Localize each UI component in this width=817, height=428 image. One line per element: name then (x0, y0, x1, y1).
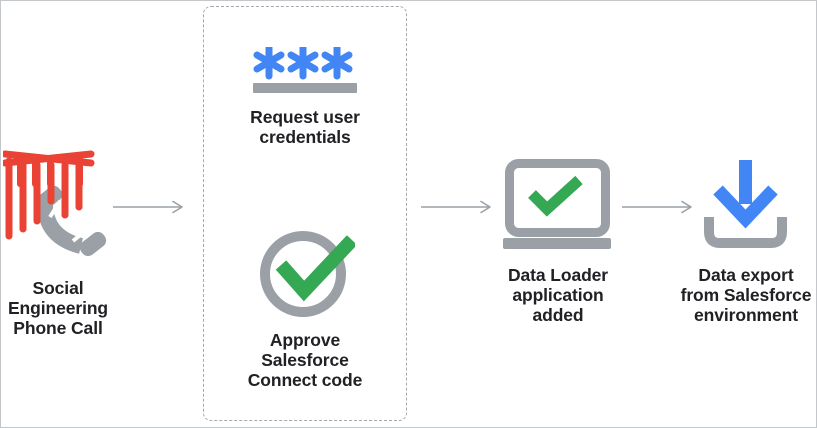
step-label-data-loader-added: Data Loader application added (507, 265, 609, 325)
download-tray (704, 217, 787, 248)
marionette-phone-icon (3, 150, 107, 257)
step-label-social-engineering: Social Engineering Phone Call (7, 278, 109, 338)
flow-arrow-icon (421, 200, 491, 214)
flow-arrow-icon (113, 200, 183, 214)
phone-handset (35, 185, 107, 257)
approval-ring (260, 231, 346, 317)
password-field-bar (253, 83, 357, 93)
asterisks (253, 47, 353, 80)
flow-arrow-icon (622, 200, 692, 214)
laptop-check-icon (503, 159, 611, 249)
password-asterisks-icon (253, 47, 357, 93)
step-label-approve-connect-code: Approve Salesforce Connect code (247, 330, 363, 390)
checkmark (275, 235, 355, 302)
checkmark (528, 175, 583, 217)
approve-check-icon (260, 231, 355, 317)
download-arrow-head (713, 185, 778, 229)
laptop-base (503, 238, 611, 249)
step-label-data-export: Data export from Salesforce environment (680, 265, 812, 325)
download-arrow-stem (739, 160, 752, 204)
step-label-request-credentials: Request user credentials (250, 107, 360, 147)
download-tray-icon (704, 160, 787, 248)
puppet-strings (3, 150, 95, 240)
credential-phase-group (203, 6, 407, 421)
